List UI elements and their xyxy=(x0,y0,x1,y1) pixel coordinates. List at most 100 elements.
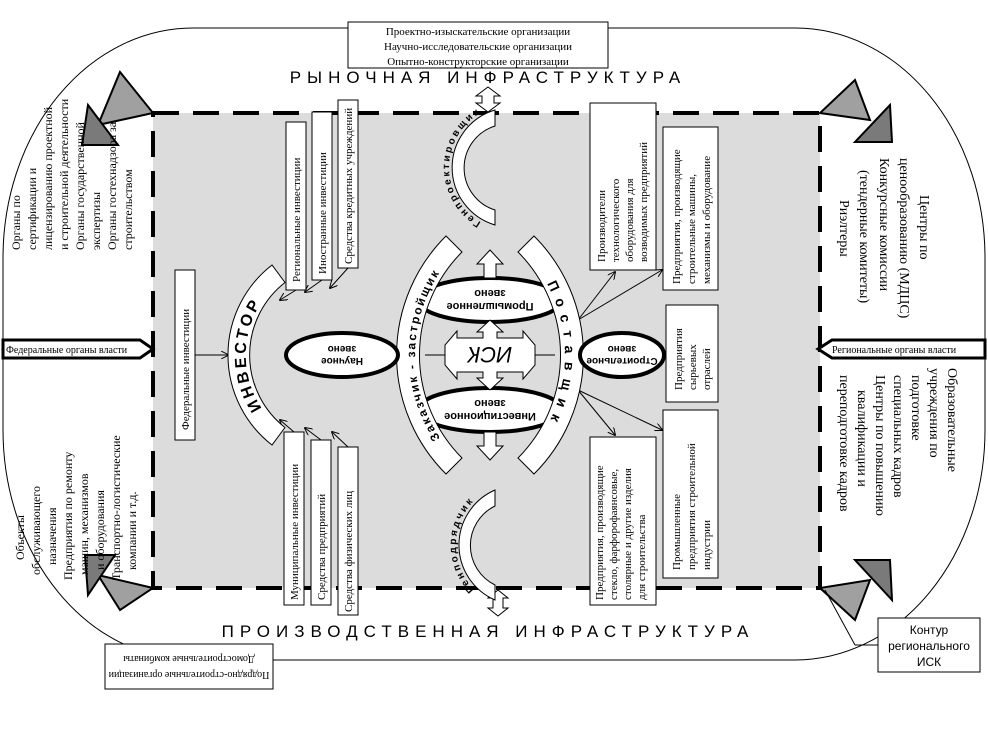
text-line: Центры по xyxy=(916,195,931,260)
text-line: лицензированию проектной xyxy=(41,106,55,250)
box-line: индустрии xyxy=(701,520,713,570)
text-line: ценообразованию (МДЦС) xyxy=(896,158,911,319)
box-line: Предприятия xyxy=(673,328,685,390)
contour-legend: Контур регионального ИСК xyxy=(824,589,981,673)
text-line: Центры по повышению xyxy=(872,375,887,516)
box-line: Домостроительные комбинаты xyxy=(123,653,255,664)
box-line: предприятия строительной xyxy=(686,443,698,570)
investment-link: Инвестиционное звено xyxy=(416,386,564,434)
left-bottom-organizations: Объекты обслуживающего назначения Предпр… xyxy=(13,435,139,580)
text-line: учреждения по xyxy=(926,368,941,458)
individuals-funds-box: Средства физических лиц xyxy=(337,446,359,616)
text-line: Объекты xyxy=(13,515,27,560)
isk-center: ИСК xyxy=(425,319,555,391)
text-line: (тендерные комитеты) xyxy=(856,170,871,303)
isk-label: ИСК xyxy=(467,342,513,367)
box-line: Подрядно-строительные организации xyxy=(108,669,269,680)
legend-line: ИСК xyxy=(917,655,941,669)
text-line: назначения xyxy=(45,507,59,565)
box-label: Иностранные инвестиции xyxy=(317,152,329,274)
ellipse-label: Научное xyxy=(321,355,363,366)
left-top-organizations: Органы по сертификации и лицензированию … xyxy=(9,98,135,250)
raw-materials-box: Предприятия сырьевых отраслей xyxy=(665,304,719,403)
industrial-link: Промышленное звено xyxy=(416,276,564,324)
text-line: специальных кадров xyxy=(890,375,905,498)
text-line: Образовательные xyxy=(944,368,959,472)
ellipse-label: звено xyxy=(608,343,637,354)
box-line: Предприятия, производящие xyxy=(671,149,683,284)
construction-link: Строительное звено xyxy=(578,331,666,379)
text-line: Органы гостехнадзора за xyxy=(105,121,119,250)
box-line: отраслей xyxy=(701,348,713,390)
municipal-investments-box: Муниципальные инвестиции xyxy=(283,431,305,606)
text-line: обслуживающего xyxy=(29,486,43,575)
box-line: Предприятия, производящие xyxy=(594,465,606,600)
box-line: Научно-исследовательские организации xyxy=(384,41,572,53)
science-link: Научное звено xyxy=(284,331,400,379)
construction-industry-box: Промышленные предприятия строительной ин… xyxy=(662,409,719,579)
box-line: Производители xyxy=(596,190,608,262)
credit-institutions-box: Средства кредитных учреждений xyxy=(337,99,359,269)
investment-arrows xyxy=(195,267,349,448)
text-line: квалификации и xyxy=(854,390,869,487)
box-label: Средства физических лиц xyxy=(343,491,355,612)
box-label: Федеральные инвестиции xyxy=(180,309,192,430)
foreign-investments-box: Иностранные инвестиции xyxy=(311,111,333,281)
text-line: переподготовке кадров xyxy=(836,375,851,512)
glass-products-box: Предприятия, производящие стекло, фарфор… xyxy=(589,436,657,606)
text-line: Риэлтеры xyxy=(836,200,851,257)
corner-triangles xyxy=(80,70,894,622)
machine-producers-box: Предприятия, производящие строительные м… xyxy=(662,126,719,291)
text-line: Органы по xyxy=(9,195,23,250)
text-line: компании и т.д. xyxy=(125,492,139,570)
ellipse-label: Инвестиционное xyxy=(444,410,536,422)
box-line: оборудования для xyxy=(624,178,636,262)
right-bottom-organizations: Образовательные учреждения по подготовке… xyxy=(836,368,959,516)
text-line: строительством xyxy=(121,169,135,250)
box-line: технологического xyxy=(610,178,622,262)
ellipse-label: звено xyxy=(328,343,357,354)
text-line: Транспортно-логистические xyxy=(109,435,123,580)
box-line: строительные машины, xyxy=(686,174,698,284)
ellipse-label: звено xyxy=(474,397,506,409)
box-line: столярные и другие изделия xyxy=(622,468,634,600)
ellipse-label: Промышленное xyxy=(447,300,534,312)
ellipse-label: звено xyxy=(474,287,506,299)
text-line: экспертизы xyxy=(89,192,103,250)
regional-investments-box: Региональные инвестиции xyxy=(285,121,307,291)
center-arrows xyxy=(475,249,505,461)
construction-organizations-box: Подрядно-строительные организации Домост… xyxy=(104,643,274,690)
tech-equipment-producers-box: Производители технологического оборудова… xyxy=(589,102,657,271)
enterprise-funds-box: Средства предприятий xyxy=(310,439,332,606)
regional-authorities-arrow: Региональные органы власти xyxy=(815,338,987,360)
box-line: Проектно-изыскательские организации xyxy=(386,26,570,38)
market-infrastructure-title: РЫНОЧНАЯ ИНФРАСТРУКТУРА xyxy=(290,68,687,87)
supplier-arrows xyxy=(577,270,662,435)
box-label: Средства предприятий xyxy=(316,494,328,600)
box-line: Опытно-конструкторские организации xyxy=(387,56,569,68)
box-line: Промышленные xyxy=(671,494,683,570)
investor-arc: ИНВЕСТОР xyxy=(227,264,286,446)
legend-line: Контур xyxy=(910,623,949,637)
box-label: Муниципальные инвестиции xyxy=(289,464,301,600)
federal-investments-box: Федеральные инвестиции xyxy=(174,269,196,441)
box-label: Региональные инвестиции xyxy=(291,158,303,282)
arrow-label: Региональные органы власти xyxy=(832,345,957,356)
production-infrastructure-title: ПРОИЗВОДСТВЕННАЯ ИНФРАСТРУКТУРА xyxy=(222,622,755,641)
box-label: Средства кредитных учреждений xyxy=(343,108,355,264)
research-organizations-box: Проектно-изыскательские организации Науч… xyxy=(347,21,609,69)
text-line: подготовке xyxy=(908,375,923,441)
text-line: машин, механизмов xyxy=(77,473,91,575)
federal-authorities-arrow: Федеральные органы власти xyxy=(1,338,156,360)
box-line: стекло, фарфорофаянсовые, xyxy=(608,469,620,600)
box-line: возводимых предприятий xyxy=(638,142,650,262)
text-line: Органы государственной xyxy=(73,122,87,251)
text-line: Конкурсные комиссии xyxy=(876,158,891,292)
box-line: для строительства xyxy=(636,514,648,600)
text-line: и строительной деятельности xyxy=(57,98,71,250)
text-line: Предприятия по ремонту xyxy=(61,452,75,580)
ellipse-label: Строительное xyxy=(586,355,658,366)
legend-line: регионального xyxy=(888,639,970,653)
arrow-label: Федеральные органы власти xyxy=(6,345,128,356)
